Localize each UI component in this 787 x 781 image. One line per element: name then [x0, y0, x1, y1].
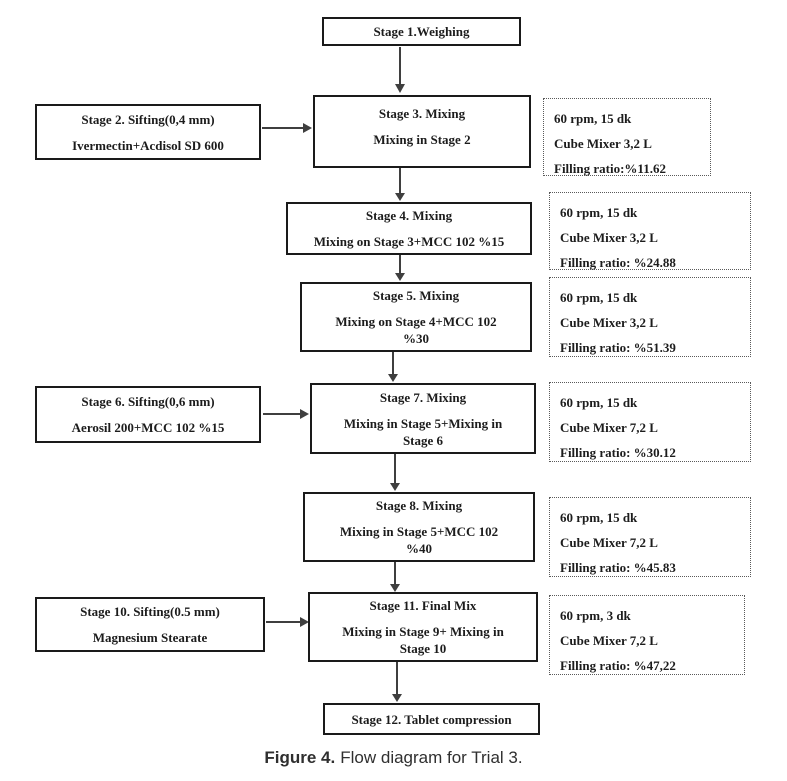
params-stage8-box: 60 rpm, 15 dk Cube Mixer 7,2 L Filling r… — [549, 497, 751, 577]
param-line: 60 rpm, 15 dk — [560, 510, 638, 525]
stage-box-line: Stage 7. Mixing — [379, 389, 467, 405]
stage-box-line: %30 — [403, 331, 429, 346]
stage-box-line: Stage 4. Mixing — [365, 208, 453, 223]
param-line: Cube Mixer 3,2 L — [554, 136, 652, 151]
param-line: Filling ratio: %24.88 — [560, 255, 676, 270]
stage-box-line: Stage 12. Tablet compression — [351, 711, 512, 727]
stage-box-line: Stage 6. Sifting(0,6 mm) — [81, 394, 215, 409]
param-line: Filling ratio:%11.62 — [554, 161, 666, 176]
param-line: Cube Mixer 7,2 L — [560, 633, 658, 648]
stage10-sifting-box: Stage 10. Sifting(0.5 mm) Magnesium Stea… — [35, 597, 265, 652]
param-line: Filling ratio: %51.39 — [560, 340, 676, 355]
arrow-stage8-to-stage11 — [390, 562, 400, 592]
param-line: 60 rpm, 3 dk — [560, 608, 631, 623]
stage5-mixing-box: Stage 5. Mixing Mixing on Stage 4+MCC 10… — [300, 282, 532, 352]
stage-box-line: Mixing in Stage 5+MCC 102 — [339, 524, 499, 539]
figure-caption: Figure 4.Flow diagram for Trial 3. — [0, 748, 787, 768]
arrow-stage5-to-stage7 — [388, 352, 398, 382]
param-line: Filling ratio: %30.12 — [560, 445, 676, 460]
arrow-stage6-to-stage7 — [263, 409, 309, 419]
param-line: 60 rpm, 15 dk — [560, 290, 638, 305]
stage11-final-mix-box: Stage 11. Final Mix Mixing in Stage 9+ M… — [308, 592, 538, 662]
stage-box-line: Stage 8. Mixing — [375, 498, 463, 513]
stage-box-line: Mixing in Stage 9+ Mixing in — [342, 624, 504, 639]
stage12-tablet-compression-box: Stage 12. Tablet compression — [323, 703, 540, 735]
stage-box-line: Ivermectin+Acdisol SD 600 — [72, 137, 224, 153]
stage-box-line: Stage 1.Weighing — [373, 24, 470, 39]
param-line: Filling ratio: %45.83 — [560, 560, 676, 575]
arrow-stage2-to-stage3 — [262, 123, 312, 133]
arrow-stage7-to-stage8 — [390, 454, 400, 491]
arrow-stage11-to-stage12 — [392, 662, 402, 702]
figure-caption-label: Figure 4. — [264, 748, 336, 767]
stage-box-line: Stage 6 — [402, 432, 444, 448]
stage8-mixing-box: Stage 8. Mixing Mixing in Stage 5+MCC 10… — [303, 492, 535, 562]
arrow-stage10-to-stage11 — [266, 617, 309, 627]
params-stage7-box: 60 rpm, 15 dk Cube Mixer 7,2 L Filling r… — [549, 382, 751, 462]
param-line: Cube Mixer 3,2 L — [560, 315, 658, 330]
stage7-mixing-box: Stage 7. Mixing Mixing in Stage 5+Mixing… — [310, 383, 536, 454]
stage6-sifting-box: Stage 6. Sifting(0,6 mm) Aerosil 200+MCC… — [35, 386, 261, 443]
params-stage4-box: 60 rpm, 15 dk Cube Mixer 3,2 L Filling r… — [549, 192, 751, 270]
stage-box-line: Magnesium Stearate — [92, 630, 208, 645]
stage-box-line: Mixing on Stage 3+MCC 102 %15 — [313, 234, 505, 249]
stage-box-line: Stage 10 — [399, 641, 447, 656]
stage-box-line: Mixing in Stage 2 — [373, 132, 471, 147]
param-line: Filling ratio: %47,22 — [560, 658, 676, 673]
param-line: Cube Mixer 7,2 L — [560, 535, 658, 550]
stage-box-line: %40 — [406, 541, 432, 556]
arrow-stage4-to-stage5 — [395, 255, 405, 281]
stage-box-line: Stage 2. Sifting(0,4 mm) — [81, 111, 215, 127]
arrow-stage3-to-stage4 — [395, 168, 405, 201]
param-line: 60 rpm, 15 dk — [560, 395, 638, 410]
stage1-weighing-box: Stage 1.Weighing — [322, 17, 521, 46]
param-line: 60 rpm, 15 dk — [560, 205, 638, 220]
stage-box-line: Stage 10. Sifting(0.5 mm) — [80, 604, 220, 619]
stage3-mixing-box: Stage 3. Mixing Mixing in Stage 2 — [313, 95, 531, 168]
stage2-sifting-box: Stage 2. Sifting(0,4 mm) Ivermectin+Acdi… — [35, 104, 261, 160]
param-line: Cube Mixer 7,2 L — [560, 420, 658, 435]
stage-box-line: Stage 3. Mixing — [378, 106, 466, 121]
params-stage5-box: 60 rpm, 15 dk Cube Mixer 3,2 L Filling r… — [549, 277, 751, 357]
stage-box-line: Stage 11. Final Mix — [369, 598, 477, 613]
arrow-stage1-to-stage3 — [395, 47, 405, 93]
param-line: 60 rpm, 15 dk — [554, 111, 632, 126]
stage4-mixing-box: Stage 4. Mixing Mixing on Stage 3+MCC 10… — [286, 202, 532, 255]
stage-box-line: Aerosil 200+MCC 102 %15 — [71, 420, 225, 435]
stage-box-line: Mixing on Stage 4+MCC 102 — [335, 314, 497, 329]
stage-box-line: Mixing in Stage 5+Mixing in — [343, 415, 503, 431]
stage-box-line: Stage 5. Mixing — [372, 288, 460, 303]
params-stage11-box: 60 rpm, 3 dk Cube Mixer 7,2 L Filling ra… — [549, 595, 745, 675]
figure-caption-text: Flow diagram for Trial 3. — [340, 748, 523, 767]
param-line: Cube Mixer 3,2 L — [560, 230, 658, 245]
params-stage3-box: 60 rpm, 15 dk Cube Mixer 3,2 L Filling r… — [543, 98, 711, 176]
